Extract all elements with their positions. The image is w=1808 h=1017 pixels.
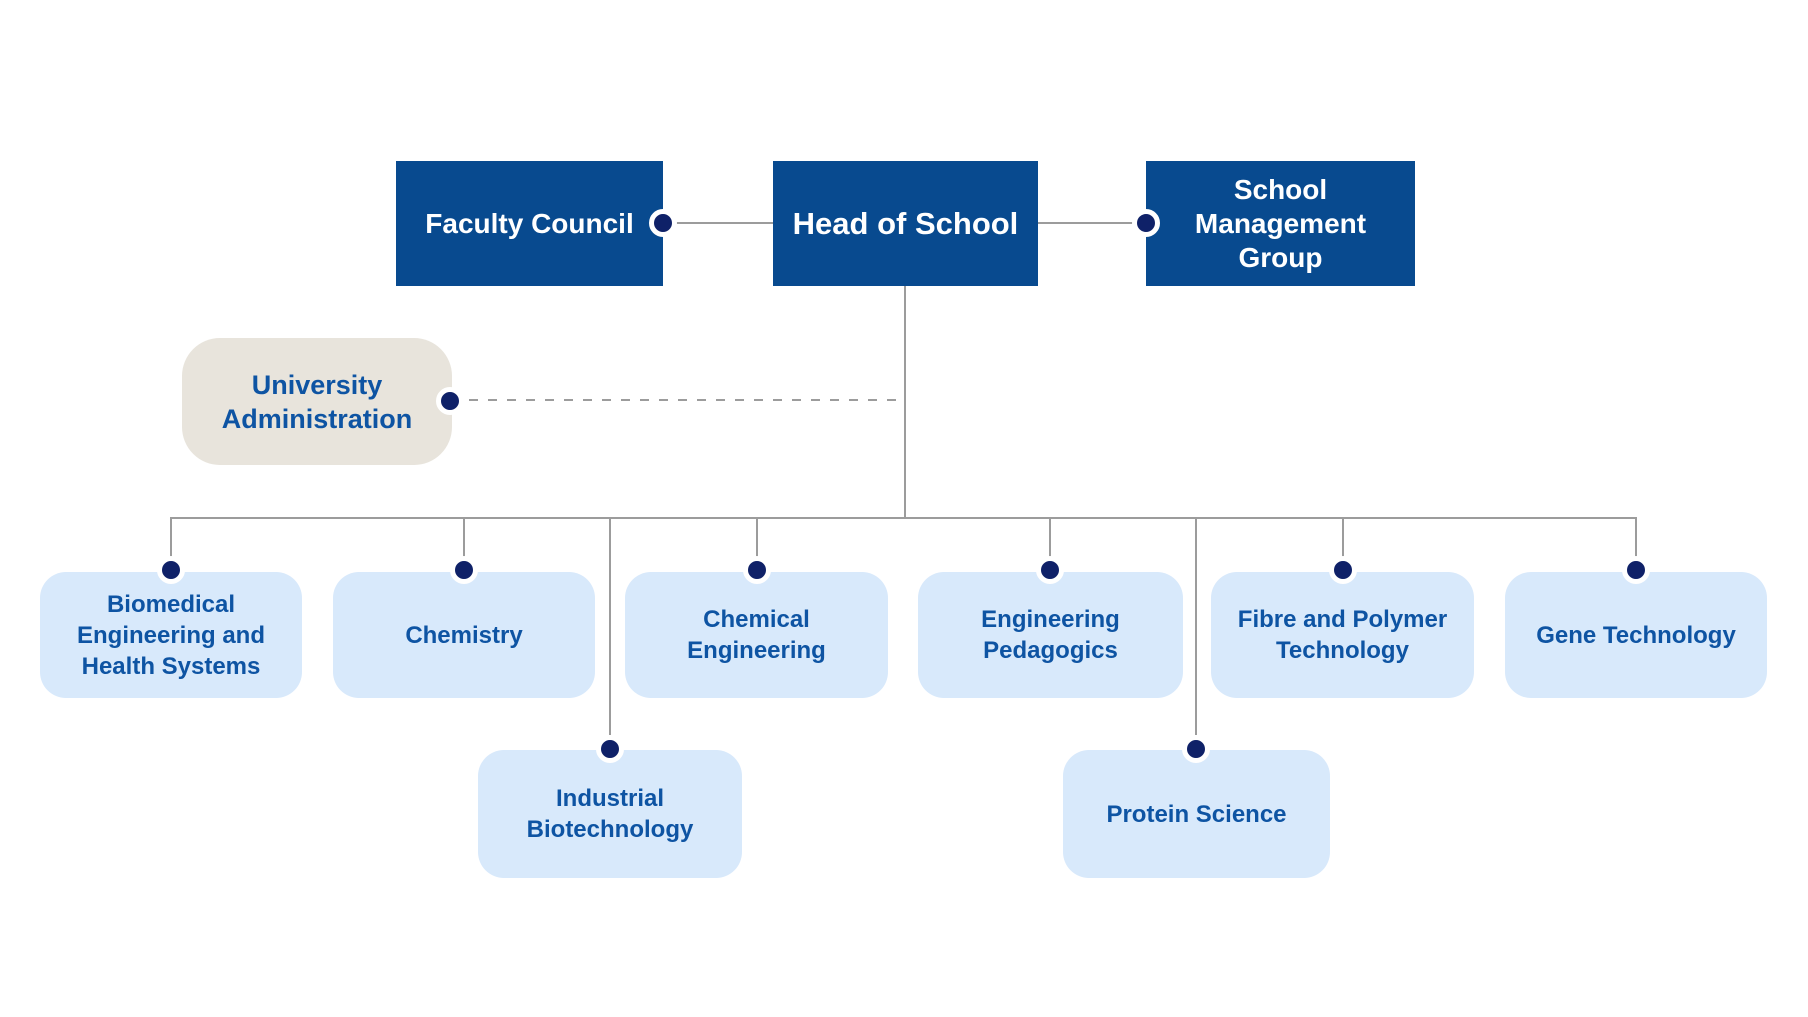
node-chemistry: Chemistry bbox=[333, 572, 595, 698]
node-fibre-and-polymer-label: Fibre and Polymer Technology bbox=[1237, 606, 1448, 664]
node-faculty-council: Faculty Council bbox=[396, 161, 663, 286]
connector-dot-faculty-council bbox=[649, 209, 677, 237]
connector-dot-protein-science bbox=[1182, 735, 1210, 763]
node-fibre-and-polymer: Fibre and Polymer Technology bbox=[1211, 572, 1474, 698]
connector-faculty-council-to-head bbox=[663, 222, 773, 224]
node-engineering-pedagogics: Engineering Pedagogics bbox=[918, 572, 1183, 698]
connector-departments-bus bbox=[170, 517, 1637, 519]
node-protein-science: Protein Science bbox=[1063, 750, 1330, 878]
node-head-of-school: Head of School bbox=[773, 161, 1038, 286]
node-biomedical-engineering-label: Biomedical Engineering and Health System… bbox=[76, 590, 265, 680]
connector-stub-biomedical bbox=[170, 517, 172, 557]
node-engineering-pedagogics-label: Engineering Pedagogics bbox=[981, 606, 1120, 664]
connector-stub-fibre-polymer bbox=[1342, 517, 1344, 557]
connector-head-to-school-management bbox=[1038, 222, 1146, 224]
connector-stub-protein-science bbox=[1195, 517, 1197, 735]
node-industrial-biotechnology: Industrial Biotechnology bbox=[478, 750, 742, 878]
connector-stub-engineering-pedagogics bbox=[1049, 517, 1051, 557]
node-university-administration: University Administration bbox=[182, 338, 452, 465]
node-biomedical-engineering: Biomedical Engineering and Health System… bbox=[40, 572, 302, 698]
connector-dot-school-management-group bbox=[1132, 209, 1160, 237]
node-gene-technology: Gene Technology bbox=[1505, 572, 1767, 698]
node-chemistry-label: Chemistry bbox=[405, 621, 523, 649]
connector-dot-gene-technology bbox=[1622, 556, 1650, 584]
node-industrial-biotechnology-label: Industrial Biotechnology bbox=[526, 785, 694, 843]
node-chemical-engineering-label: Chemical Engineering bbox=[687, 606, 826, 664]
connector-dot-biomedical-engineering bbox=[157, 556, 185, 584]
node-school-management-group-label: School Management Group bbox=[1194, 173, 1367, 273]
connector-dot-fibre-and-polymer bbox=[1329, 556, 1357, 584]
connector-head-drop-line bbox=[904, 286, 906, 519]
node-head-of-school-label: Head of School bbox=[792, 205, 1019, 241]
node-protein-science-label: Protein Science bbox=[1106, 800, 1287, 828]
node-school-management-group: School Management Group bbox=[1146, 161, 1415, 286]
node-university-administration-label: University Administration bbox=[221, 369, 413, 434]
node-chemical-engineering: Chemical Engineering bbox=[625, 572, 888, 698]
connector-stub-chemistry bbox=[463, 517, 465, 557]
connector-dot-chemistry bbox=[450, 556, 478, 584]
node-gene-technology-label: Gene Technology bbox=[1536, 621, 1736, 649]
node-faculty-council-label: Faculty Council bbox=[425, 207, 634, 239]
connector-stub-chemical-engineering bbox=[756, 517, 758, 557]
connector-dot-engineering-pedagogics bbox=[1036, 556, 1064, 584]
connector-dot-chemical-engineering bbox=[743, 556, 771, 584]
connector-dot-university-administration bbox=[436, 387, 464, 415]
connector-stub-gene-technology bbox=[1635, 517, 1637, 557]
connector-dot-industrial-biotechnology bbox=[596, 735, 624, 763]
connector-university-admin-dashed-line bbox=[450, 399, 905, 401]
connector-stub-industrial-biotechnology bbox=[609, 517, 611, 735]
